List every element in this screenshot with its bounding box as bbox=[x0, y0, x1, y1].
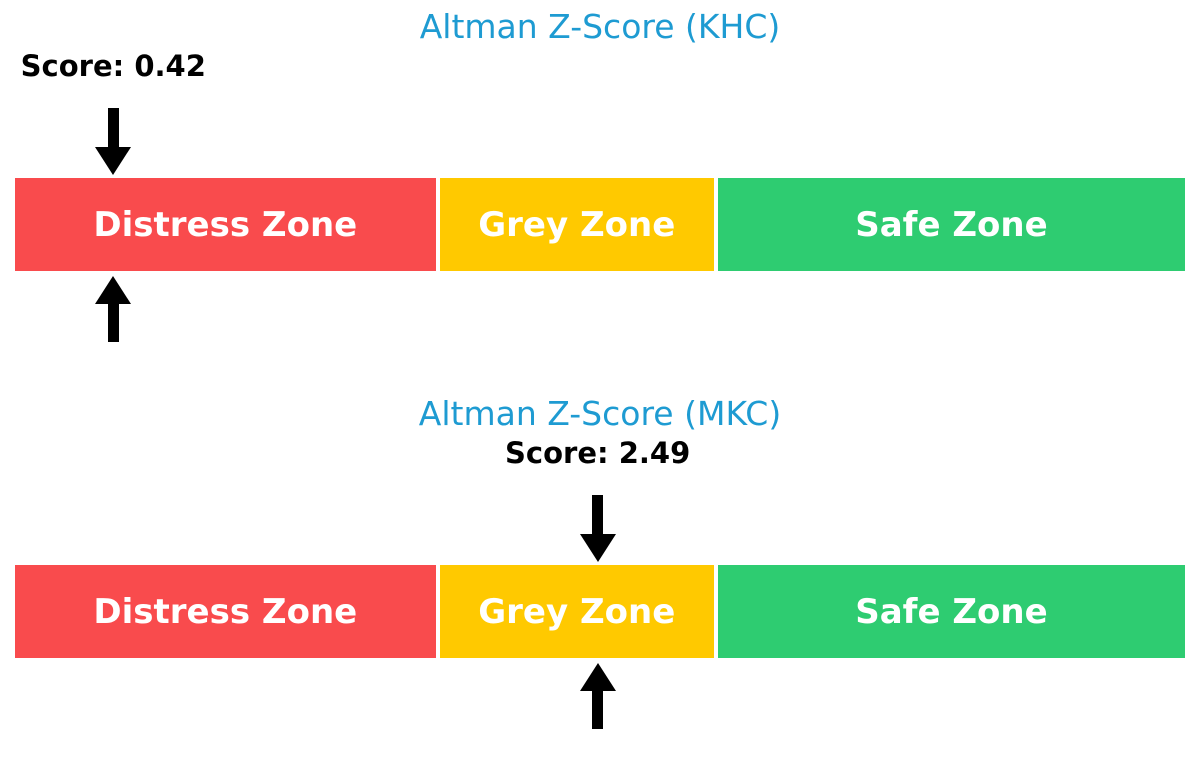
zone-label: Grey Zone bbox=[478, 591, 676, 632]
arrow-shaft bbox=[592, 495, 604, 534]
score-label: Score: 2.49 bbox=[505, 436, 691, 470]
chart-title: Altman Z-Score (KHC) bbox=[419, 7, 781, 46]
zone-label: Distress Zone bbox=[93, 204, 358, 245]
arrow-head bbox=[95, 147, 132, 175]
arrow-shaft bbox=[592, 691, 604, 729]
zone-distress: Distress Zone bbox=[15, 565, 436, 658]
zone-label: Grey Zone bbox=[478, 204, 676, 245]
score-marker-down-arrow-icon bbox=[579, 495, 616, 562]
zone-bar: Distress Zone Grey Zone Safe Zone bbox=[15, 565, 1185, 658]
score-label: Score: 0.42 bbox=[20, 49, 206, 83]
score-marker-up-arrow-icon bbox=[579, 663, 616, 729]
arrow-shaft bbox=[107, 304, 119, 342]
score-marker-up-arrow-icon bbox=[95, 276, 132, 342]
zone-safe: Safe Zone bbox=[717, 565, 1185, 658]
zone-label: Safe Zone bbox=[855, 591, 1048, 632]
arrow-shaft bbox=[107, 108, 119, 147]
zone-safe: Safe Zone bbox=[717, 178, 1185, 271]
arrow-head bbox=[95, 276, 132, 304]
zone-label: Distress Zone bbox=[93, 591, 358, 632]
zscore-chart-mkc: Altman Z-Score (MKC) Score: 2.49 Distres… bbox=[0, 387, 1200, 747]
chart-title: Altman Z-Score (MKC) bbox=[418, 394, 782, 433]
score-marker-down-arrow-icon bbox=[95, 108, 132, 175]
zscore-chart-khc: Altman Z-Score (KHC) Score: 0.42 Distres… bbox=[0, 0, 1200, 360]
zone-bar: Distress Zone Grey Zone Safe Zone bbox=[15, 178, 1185, 271]
arrow-head bbox=[579, 534, 616, 562]
zone-grey: Grey Zone bbox=[439, 565, 714, 658]
zone-label: Safe Zone bbox=[855, 204, 1048, 245]
zone-distress: Distress Zone bbox=[15, 178, 436, 271]
arrow-head bbox=[579, 663, 616, 691]
zone-grey: Grey Zone bbox=[439, 178, 714, 271]
